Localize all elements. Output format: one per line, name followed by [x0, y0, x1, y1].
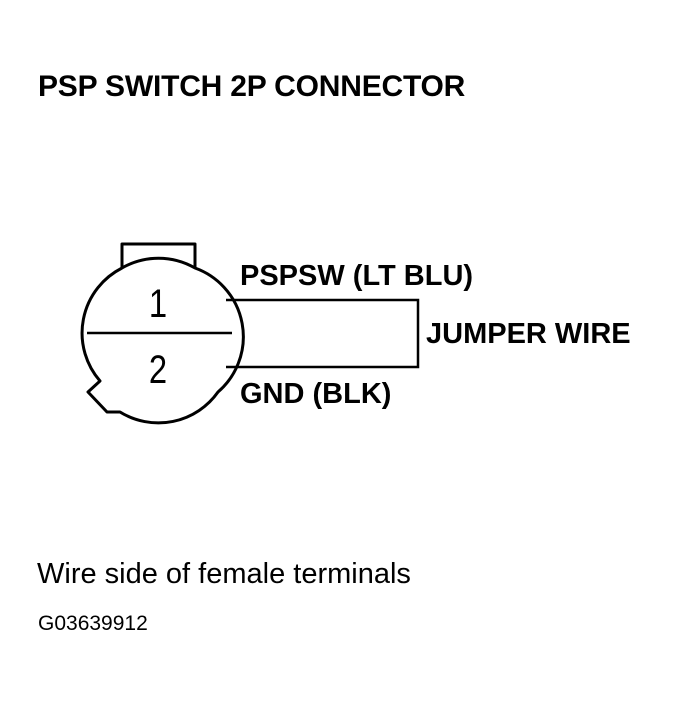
terminal-1-number: 1 — [149, 281, 167, 326]
figure-id: G03639912 — [38, 612, 148, 635]
jumper-wire-label: JUMPER WIRE — [426, 318, 631, 350]
terminal-1-wire-label: PSPSW (LT BLU) — [240, 260, 473, 292]
terminal-2-number: 2 — [149, 347, 167, 392]
housing-outline — [80, 256, 245, 425]
diagram-title: PSP SWITCH 2P CONNECTOR — [38, 70, 466, 103]
terminal-2-wire-label: GND (BLK) — [240, 378, 391, 410]
connector-body — [80, 242, 245, 425]
diagram-caption: Wire side of female terminals — [37, 558, 411, 590]
jumper-wire — [226, 298, 420, 369]
